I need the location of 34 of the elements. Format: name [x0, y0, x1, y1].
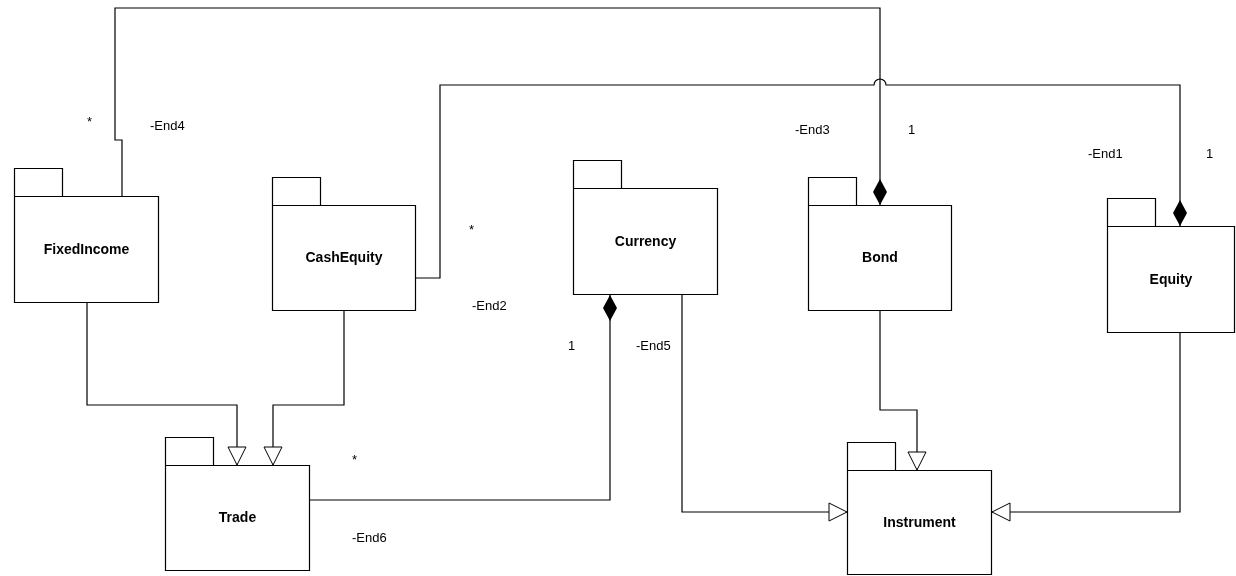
package-symbol — [847, 442, 992, 575]
package-name: Trade — [217, 509, 258, 525]
role-label: 1 — [1206, 146, 1214, 161]
package-name: CashEquity — [304, 249, 384, 265]
role-label: -End4 — [150, 118, 185, 133]
role-label: 1 — [908, 122, 916, 137]
generalization-arrow — [879, 310, 927, 471]
generalization-arrow — [991, 332, 1181, 522]
package-symbol — [14, 168, 159, 303]
package-name: Equity — [1148, 270, 1194, 287]
package-symbol — [1107, 198, 1235, 333]
package-symbol — [272, 177, 416, 311]
role-label: -End3 — [795, 122, 830, 137]
package-name: FixedIncome — [42, 240, 131, 257]
package-symbol — [808, 177, 952, 311]
generalization-arrow — [263, 310, 345, 466]
generalization-arrow — [681, 294, 848, 522]
role-label: * — [87, 114, 93, 129]
role-label: -End1 — [1088, 146, 1123, 161]
package-symbol — [573, 160, 718, 295]
composition-line — [114, 7, 887, 206]
role-label: * — [352, 452, 358, 467]
package-name: Instrument — [882, 513, 957, 530]
role-label: * — [469, 222, 475, 237]
role-label: -End6 — [352, 530, 387, 545]
package-symbol — [165, 437, 310, 571]
role-label: -End5 — [636, 338, 671, 353]
role-label: -End2 — [472, 298, 507, 313]
generalization-arrow — [86, 302, 247, 466]
package-name: Currency — [613, 232, 678, 249]
package-name: Bond — [861, 249, 899, 265]
composition-line — [309, 294, 617, 501]
composition-line — [415, 78, 1187, 279]
role-label: 1 — [568, 338, 576, 353]
